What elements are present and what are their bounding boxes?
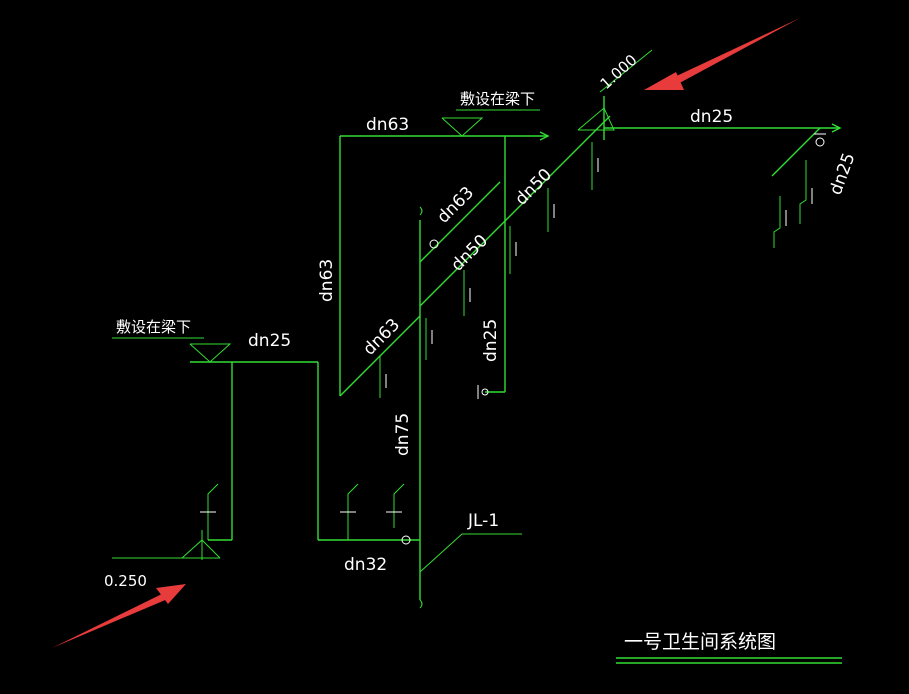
tap-fixtures xyxy=(379,142,599,398)
elevation-top: 1.000 xyxy=(597,51,641,93)
right-dn25-pipe xyxy=(771,127,821,177)
riser-top-break xyxy=(419,206,423,216)
right-fixture-2 xyxy=(773,196,781,248)
riser-label: JL-1 xyxy=(467,511,499,531)
elevation-top-leader xyxy=(599,49,653,93)
label-diag-dn63-top: dn63 xyxy=(433,183,478,228)
label-vert-dn25: dn25 xyxy=(481,319,501,362)
note-top: 敷设在梁下 xyxy=(460,90,535,108)
label-bottom-dn32: dn32 xyxy=(344,555,387,575)
label-diag-dn50-right: dn50 xyxy=(511,165,556,210)
label-right-dn25: dn25 xyxy=(826,150,860,197)
riser-valve-icon xyxy=(429,239,439,249)
drain-valve-icon xyxy=(481,388,489,396)
diag-dn50-main-pipe xyxy=(419,115,611,307)
label-top-dn25: dn25 xyxy=(690,107,733,127)
label-top-dn63: dn63 xyxy=(366,115,409,135)
red-arrow-top xyxy=(644,18,800,90)
left-fixtures xyxy=(200,483,405,540)
top-dn63-arrow xyxy=(539,131,550,141)
beam-marker-top xyxy=(441,117,484,137)
label-diag-dn63-low: dn63 xyxy=(359,315,404,360)
label-riser-dn75: dn75 xyxy=(393,413,413,456)
beam-marker-left xyxy=(189,343,232,363)
label-left-dn25: dn25 xyxy=(248,331,291,351)
elevation-bottom: 0.250 xyxy=(104,572,147,590)
riser-bottom-break xyxy=(419,599,423,609)
red-arrow-bottom xyxy=(52,584,186,648)
top-dn25-arrow xyxy=(831,123,842,133)
label-vert-dn63: dn63 xyxy=(317,259,337,302)
drawing-title: 一号卫生间系统图 xyxy=(624,631,776,653)
right-fixture-1 xyxy=(799,160,807,224)
diag-dn63-top-pipe xyxy=(419,181,501,263)
bottom-valve-icon xyxy=(401,535,411,545)
elevation-top-marker xyxy=(577,107,615,131)
note-left: 敷设在梁下 xyxy=(116,318,191,336)
right-valve-icon xyxy=(815,137,825,147)
elevation-bottom-marker xyxy=(181,539,221,559)
riser-leader xyxy=(419,533,522,573)
label-diag-dn50-mid: dn50 xyxy=(447,231,492,276)
